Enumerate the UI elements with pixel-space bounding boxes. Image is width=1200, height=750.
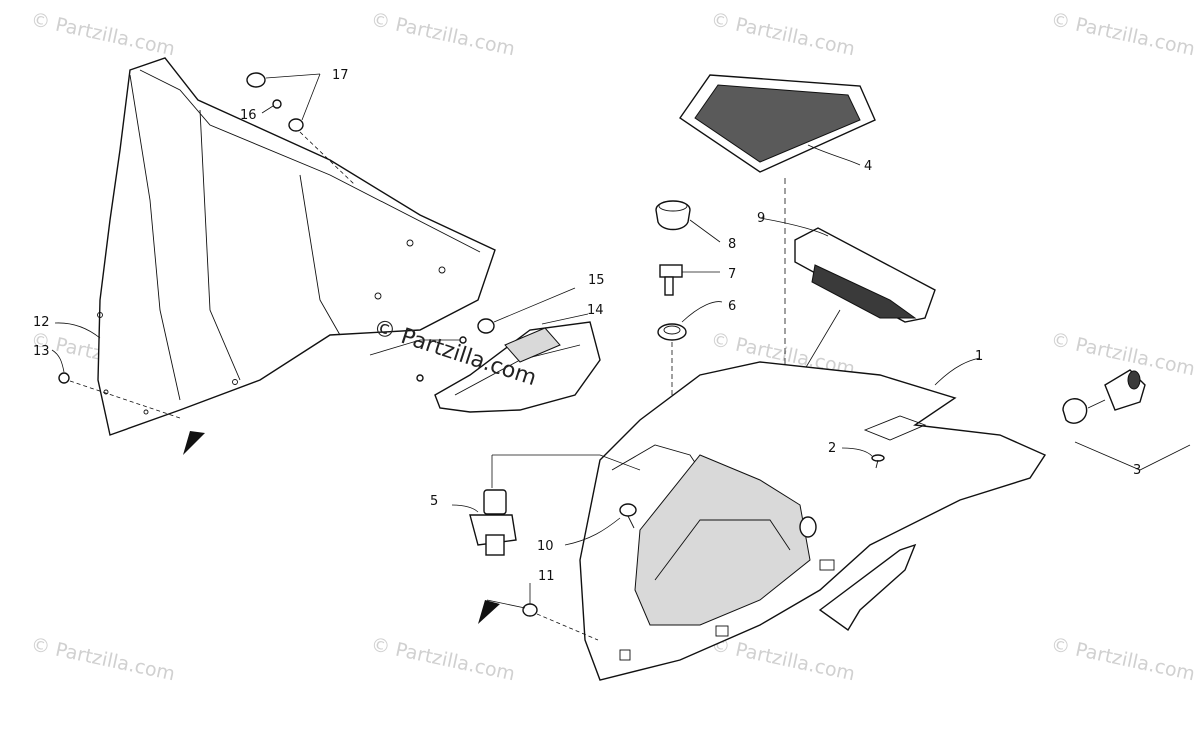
part-4-storage-tray	[679, 74, 876, 470]
watermark-text: © Partzilla.com	[369, 633, 517, 685]
watermark-text: © Partzilla.com	[29, 8, 177, 60]
part-14-visor	[369, 287, 601, 413]
callout-17: 17	[332, 68, 349, 83]
part-1-hood	[579, 357, 1047, 681]
part-10-bolt	[564, 503, 637, 546]
windshield	[97, 57, 496, 436]
part-9-display-module	[744, 217, 936, 471]
leader-13	[51, 349, 65, 373]
part-13-nut	[58, 372, 205, 455]
callout-14: 14	[587, 303, 604, 318]
part-8-ignition-cap	[655, 200, 721, 243]
callout-10: 10	[537, 539, 554, 554]
callout-6: 6	[728, 299, 736, 314]
part-7-key	[659, 264, 720, 296]
callout-7: 7	[728, 267, 736, 282]
callout-13: 13	[33, 344, 50, 359]
watermark-text: © Partzilla.com	[1049, 8, 1197, 60]
part-6-ring	[657, 301, 723, 445]
callout-labels: 1 2 3 4 5 6 7 8 9 10 11 12 13 14 15 16 1…	[33, 68, 1141, 584]
part-17-grommets	[246, 72, 356, 186]
callout-3: 3	[1133, 463, 1141, 478]
watermark-text: © Partzilla.com	[369, 8, 517, 60]
callout-8: 8	[728, 237, 736, 252]
watermark-text: © Partzilla.com	[1049, 633, 1197, 685]
net-mesh	[694, 84, 861, 163]
callout-1: 1	[975, 349, 983, 364]
watermark-text: © Partzilla.com	[29, 633, 177, 685]
watermark-text: © Partzilla.com	[1049, 328, 1197, 380]
callout-4: 4	[864, 159, 872, 174]
callout-5: 5	[430, 494, 438, 509]
leader-12	[54, 322, 101, 339]
callout-11: 11	[538, 569, 555, 584]
arrow-pointer-icon	[478, 600, 500, 624]
part-2-screw	[841, 447, 885, 469]
callout-12: 12	[33, 315, 50, 330]
part-11-nut	[478, 583, 599, 641]
arrow-pointer-icon	[183, 431, 205, 455]
watermark-text: © Partzilla.com	[709, 8, 857, 60]
callout-16: 16	[240, 108, 257, 123]
part-5-switch	[451, 454, 641, 556]
callout-15: 15	[588, 273, 605, 288]
part-3-power-outlet	[1062, 369, 1191, 471]
watermark-text: © Partzilla.com	[709, 633, 857, 685]
callout-2: 2	[828, 441, 836, 456]
callout-9: 9	[757, 211, 765, 226]
